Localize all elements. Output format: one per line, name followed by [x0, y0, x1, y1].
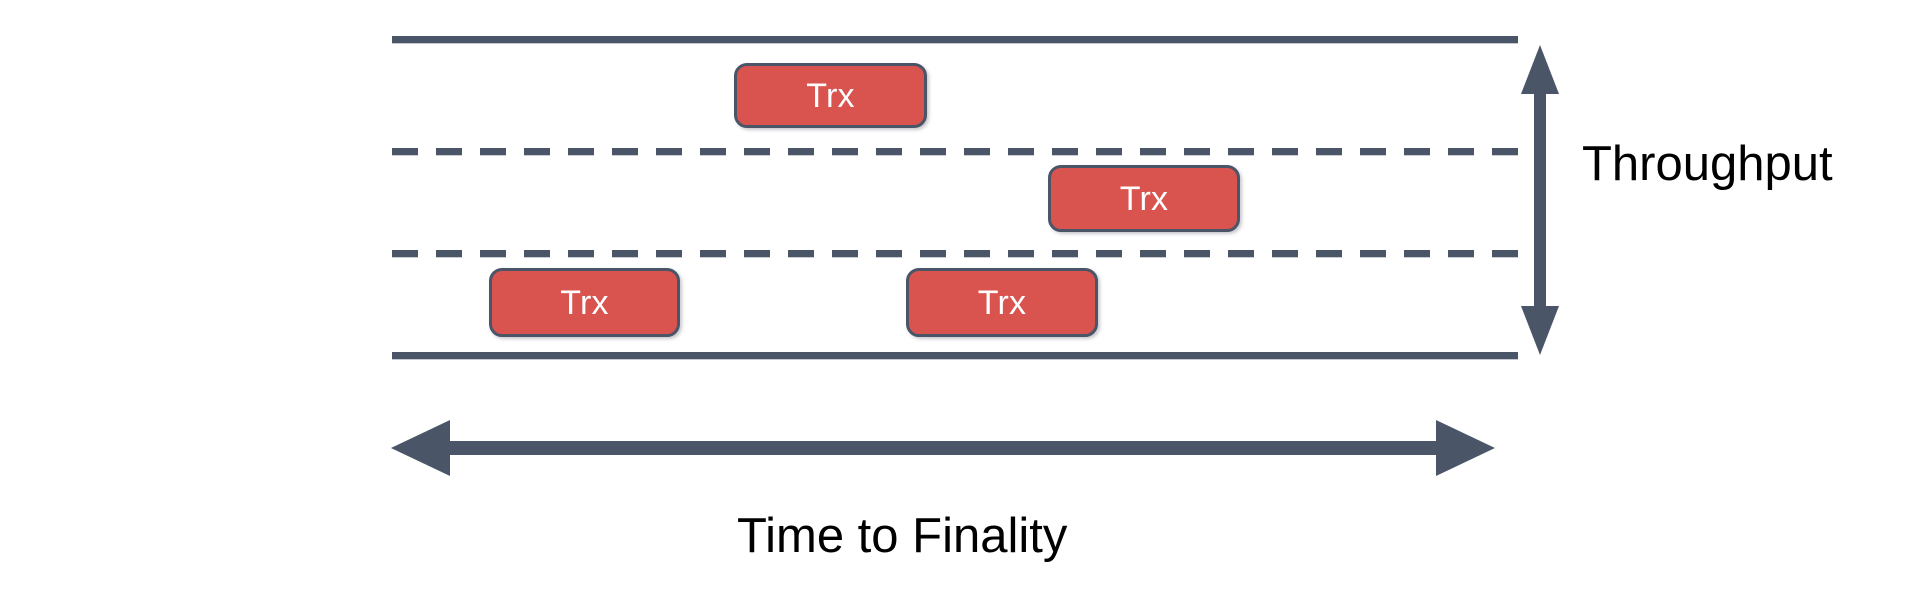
lane-line-bottom-solid [392, 352, 1518, 359]
transaction-block: Trx [489, 268, 680, 337]
throughput-double-arrow-icon [1512, 42, 1568, 358]
transaction-block-label: Trx [560, 283, 609, 322]
throughput-axis-label: Throughput [1582, 137, 1833, 191]
lane-line-upper-dashed [392, 148, 1518, 155]
transaction-block-label: Trx [977, 283, 1027, 322]
lane-line-top-solid [392, 36, 1518, 43]
lane-line-lower-dashed [392, 250, 1518, 257]
transaction-block: Trx [734, 63, 927, 128]
time-to-finality-axis-label: Time to Finality [737, 509, 1068, 563]
transaction-block: Trx [1048, 165, 1240, 232]
time-to-finality-double-arrow-icon [388, 414, 1498, 482]
transaction-block-label: Trx [806, 76, 855, 115]
transaction-block-label: Trx [1119, 179, 1169, 218]
transaction-block: Trx [906, 268, 1098, 337]
